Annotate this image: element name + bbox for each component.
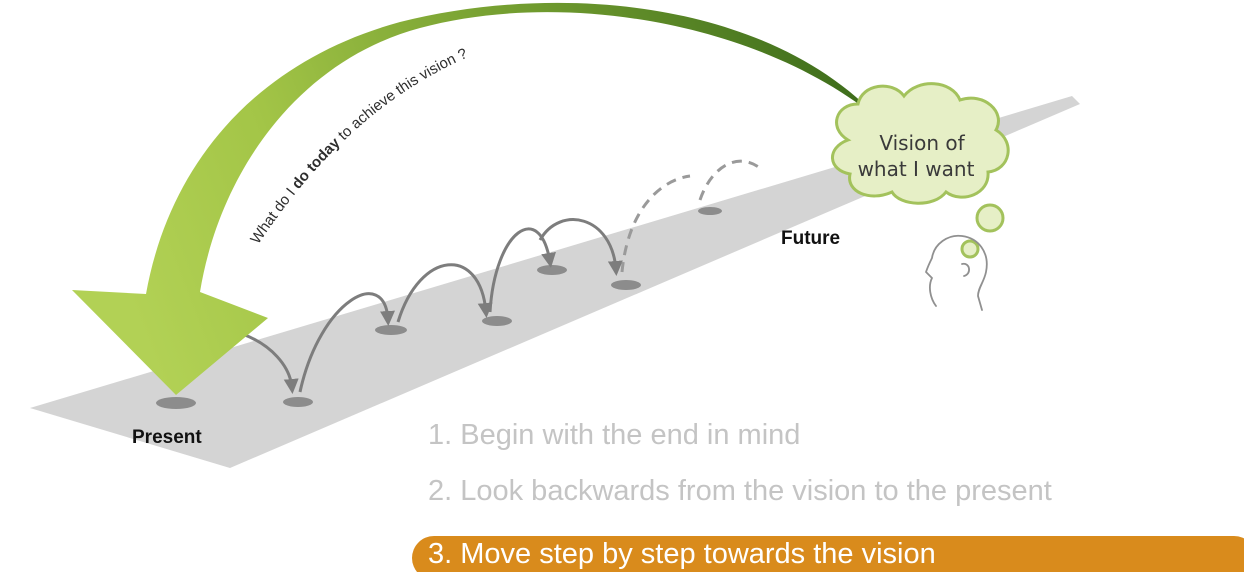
thought-bubble-large [975, 203, 1005, 233]
future-label: Future [781, 228, 840, 249]
stepping-stones [156, 207, 722, 409]
thought-bubble-small [960, 239, 980, 259]
arrow-caption: What do I do today to achieve this visio… [247, 45, 470, 247]
step-1-text: 1. Begin with the end in mind [428, 419, 801, 451]
timeline-road [30, 96, 1080, 468]
future-hop-arrows [620, 159, 761, 273]
step-3-highlight-bar [412, 536, 1244, 572]
hop-arrow [244, 333, 299, 394]
step-2-text: 2. Look backwards from the vision to the… [428, 475, 1052, 507]
thinking-head-icon [925, 234, 988, 311]
stepping-stone [698, 207, 722, 215]
stepping-stone [283, 397, 313, 407]
stepping-stone [611, 280, 641, 290]
hop-arrow [396, 263, 493, 323]
vision-cloud: Vision of what I want [831, 82, 1010, 259]
future-hop-arrow [698, 159, 761, 201]
vision-line-1: Vision of [879, 131, 965, 155]
cloud-shape [831, 82, 1010, 205]
present-label: Present [132, 427, 202, 448]
hop-arrows [244, 218, 623, 394]
future-hop-arrow [620, 174, 691, 273]
big-curved-arrow [72, 2, 882, 395]
stepping-stone [375, 325, 407, 335]
hop-arrow [538, 218, 623, 276]
stepping-stone [482, 316, 512, 326]
stepping-stone [156, 397, 196, 409]
step-3-text: 3. Move step by step towards the vision [428, 538, 936, 570]
hop-arrow [298, 292, 395, 393]
stepping-stone [537, 265, 567, 275]
vision-line-2: what I want [858, 157, 975, 181]
hop-arrow [488, 227, 556, 313]
